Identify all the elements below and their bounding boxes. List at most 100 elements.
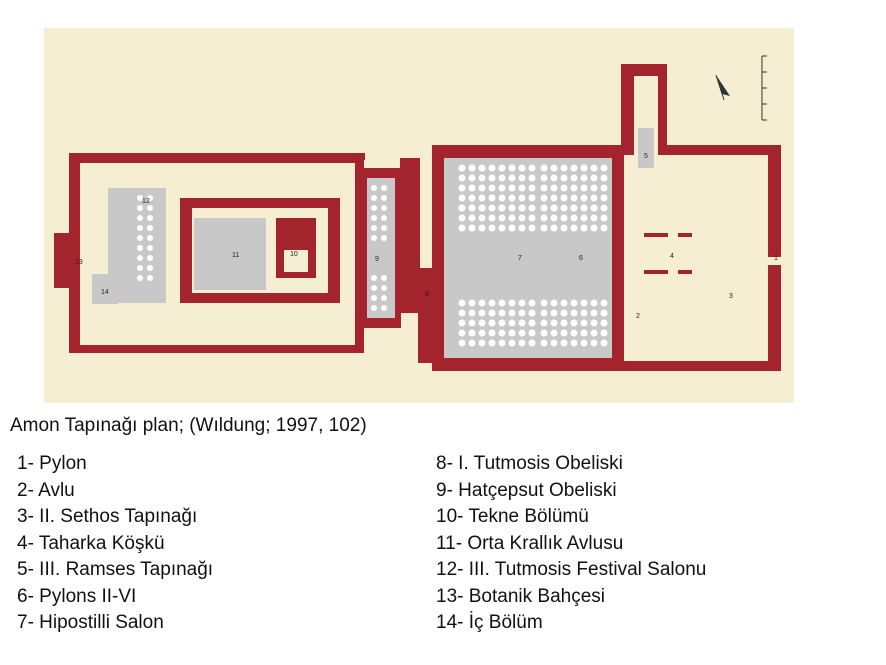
column-mark [498,299,506,307]
column-mark [570,309,578,317]
column-mark [458,309,466,317]
column-mark [570,164,578,172]
column-mark [540,184,548,192]
column-mark [518,299,526,307]
column-mark [458,164,466,172]
column-mark [570,194,578,202]
column-mark [590,329,598,337]
column-mark [468,194,476,202]
column-mark [528,329,536,337]
column-mark [381,295,387,301]
column-mark [371,195,377,201]
legend-item: 3- II. Sethos Tapınağı [17,506,198,527]
column-mark [468,309,476,317]
column-mark [590,299,598,307]
column-mark [381,235,387,241]
column-mark [508,224,516,232]
column-mark [468,164,476,172]
legend-item: 2- Avlu [17,479,75,501]
column-mark [468,319,476,327]
column-mark [508,204,516,212]
column-mark [600,224,608,232]
column-mark [590,184,598,192]
column-mark [508,309,516,317]
column-mark [580,214,588,222]
column-mark [518,174,526,182]
column-mark [458,329,466,337]
column-mark [488,184,496,192]
column-mark [478,224,486,232]
column-mark [590,319,598,327]
column-mark [488,299,496,307]
column-mark [518,309,526,317]
column-mark [478,299,486,307]
column-mark [458,224,466,232]
column-mark [381,195,387,201]
plan-number-label: 12 [142,198,150,205]
column-mark [528,194,536,202]
column-mark [590,194,598,202]
legend-item: 1- Pylon [17,453,87,474]
column-mark [560,194,568,202]
column-mark [498,214,506,222]
column-mark [580,204,588,212]
column-mark [478,164,486,172]
plan-number-label: 4 [670,253,674,260]
column-mark [580,184,588,192]
column-mark [508,214,516,222]
column-mark [488,174,496,182]
column-mark [518,194,526,202]
column-mark [498,319,506,327]
column-mark [371,305,377,311]
column-mark [518,214,526,222]
column-mark [550,299,558,307]
column-mark [580,194,588,202]
column-mark [600,339,608,347]
column-mark [550,224,558,232]
column-mark [528,299,536,307]
column-mark [590,214,598,222]
column-mark [371,285,377,291]
column-mark [147,255,153,261]
column-mark [528,164,536,172]
plan-number-label: 6 [579,255,583,262]
column-mark [600,174,608,182]
column-mark [550,174,558,182]
legend-item: 12- III. Tutmosis Festival Salonu [436,559,707,580]
column-mark [498,224,506,232]
column-mark [570,204,578,212]
column-mark [498,164,506,172]
plan-number-label: 1 [774,255,778,262]
column-mark [550,184,558,192]
column-mark [488,329,496,337]
column-mark [478,194,486,202]
column-mark [590,309,598,317]
column-mark [468,214,476,222]
column-mark [468,299,476,307]
column-mark [528,204,536,212]
column-mark [498,339,506,347]
column-mark [478,309,486,317]
column-mark [570,319,578,327]
column-mark [528,174,536,182]
legend-item: 14- İç Bölüm [436,612,543,633]
column-mark [528,224,536,232]
column-mark [570,214,578,222]
column-mark [580,224,588,232]
column-mark [381,275,387,281]
column-mark [540,194,548,202]
plan-number-label: 13 [75,259,83,266]
column-mark [590,224,598,232]
column-mark [458,319,466,327]
scale-bar [761,55,767,121]
column-mark [540,339,548,347]
column-mark [540,319,548,327]
column-mark [550,194,558,202]
column-mark [550,329,558,337]
column-mark [147,225,153,231]
column-mark [590,204,598,212]
column-mark [381,285,387,291]
column-mark [600,164,608,172]
column-mark [508,194,516,202]
column-mark [147,195,153,201]
